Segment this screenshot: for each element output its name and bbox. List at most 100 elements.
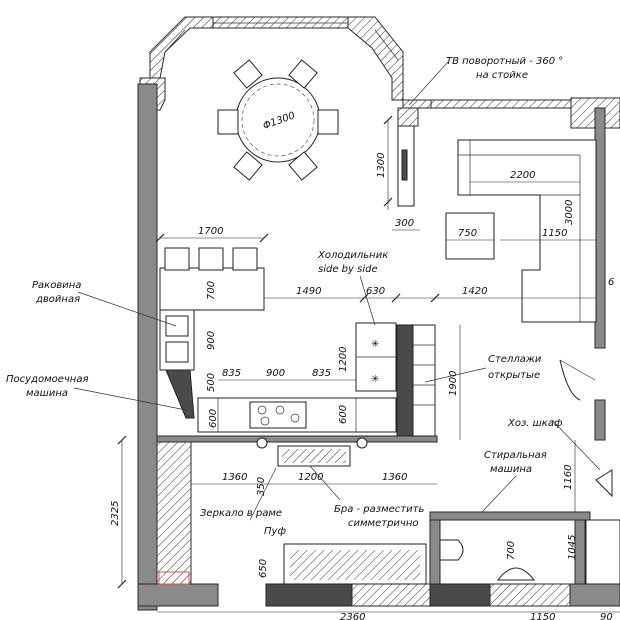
coffee-table: [445, 212, 495, 260]
dim-2200: 2200: [510, 170, 535, 181]
bottom-wall-left: [137, 583, 219, 607]
shelf-unit: [412, 324, 436, 437]
chair: [288, 151, 318, 181]
mirror-label: Зеркало в раме: [200, 508, 282, 519]
dim-2325: 2325: [110, 501, 121, 526]
highlight-marker: [158, 571, 190, 585]
fridge-label: Холодильник: [317, 250, 388, 261]
bar-stool: [198, 247, 224, 271]
sconce-label: Бра - разместить: [334, 504, 424, 515]
dim-350: 350: [256, 477, 267, 496]
svg-text:✳: ✳: [371, 374, 379, 385]
dim-650: 650: [258, 559, 269, 578]
sconce-icon: [256, 437, 268, 449]
chair: [317, 109, 339, 135]
dim-1900: 1900: [448, 371, 459, 396]
dishwasher: [165, 369, 195, 419]
bathroom-wall-top: [429, 511, 591, 521]
shower: [585, 519, 620, 585]
shelves-label-line2: открытые: [488, 370, 540, 381]
sink-label-line2: двойная: [35, 294, 80, 305]
dim-1700: 1700: [198, 226, 223, 237]
bathroom-wall-left: [429, 511, 441, 585]
dim-6: 6: [608, 277, 614, 288]
window-sill-right: [402, 99, 432, 109]
bathroom-wall-right: [574, 519, 586, 585]
washer-label: Стиральная: [484, 450, 547, 461]
sink-bowl: [165, 315, 189, 337]
bottom-wall-mid: [265, 583, 353, 607]
dim-1045: 1045: [567, 535, 578, 560]
bottom-wall-far-right: [569, 583, 620, 607]
dim-1150b: 1150: [530, 612, 555, 620]
kitchen-island: [159, 247, 265, 311]
tv-stand: [397, 61, 449, 207]
closet-label: Хоз. шкаф: [507, 418, 563, 429]
chair: [233, 59, 263, 89]
dim-700: 700: [206, 281, 217, 300]
sconce-bench: [256, 437, 368, 467]
dim-1150: 1150: [542, 228, 567, 239]
dim-1360a: 1360: [222, 472, 247, 483]
dim-700b: 700: [506, 541, 517, 560]
dim-900v: 900: [206, 331, 217, 350]
kitchen-counter: [159, 309, 397, 433]
sink-bowl: [165, 341, 189, 363]
washer-icon: [595, 469, 613, 498]
dim-600b: 600: [338, 405, 349, 424]
bar-stool: [232, 247, 258, 271]
washbasin: [496, 567, 536, 581]
chairs: [217, 59, 339, 181]
dim-1360b: 1360: [382, 472, 407, 483]
corner-sofa: [457, 139, 597, 323]
pouf-label: Пуф: [264, 526, 286, 537]
left-wall: [137, 83, 158, 611]
chair: [288, 59, 318, 89]
dim-1200v: 1200: [338, 347, 349, 372]
dim-630: 630: [366, 286, 385, 297]
dishwasher-label-line2: машина: [26, 388, 68, 399]
dim-835b: 835: [312, 368, 331, 379]
middle-wall: [156, 435, 438, 443]
dishwasher-label: Посудомоечная: [6, 374, 89, 385]
window-top-right: [430, 99, 572, 109]
dining-table: Φ1300: [217, 59, 339, 181]
fridge: ✳ ✳: [355, 322, 397, 392]
sofa: [457, 139, 597, 323]
bar-stool: [164, 247, 190, 271]
svg-text:✳: ✳: [371, 339, 379, 350]
dim-1160: 1160: [563, 465, 574, 490]
closet: [559, 359, 596, 401]
dim-2360: 2360: [340, 612, 365, 620]
dim-750: 750: [458, 228, 477, 239]
open-shelves: [412, 324, 436, 437]
chair: [233, 151, 263, 181]
bottom-window: [351, 583, 431, 607]
dim-1300: 1300: [376, 153, 387, 178]
sink-label: Раковина: [32, 280, 81, 291]
toilet: [439, 539, 464, 561]
sconce-icon: [356, 437, 368, 449]
dim-900h: 900: [266, 368, 285, 379]
bathroom: [439, 519, 620, 585]
shelves-label: Стеллажи: [488, 354, 542, 365]
walls: [137, 83, 620, 611]
chair: [217, 109, 239, 135]
dim-3000: 3000: [564, 200, 575, 225]
sconce-label-line2: симметрично: [348, 518, 418, 529]
dim-90: 90: [600, 612, 613, 620]
bottom-window-right: [489, 583, 571, 607]
fridge-label-line2: side by side: [318, 264, 378, 275]
dim-500: 500: [206, 373, 217, 392]
tv-screen: [401, 149, 408, 181]
tv-label: ТВ поворотный - 360 °: [446, 56, 563, 67]
dim-1490: 1490: [296, 286, 321, 297]
right-wall-lower: [594, 399, 606, 441]
bay-window: [139, 16, 404, 111]
wardrobe: [156, 441, 192, 585]
washer-label-line2: машина: [490, 464, 532, 475]
dim-1420: 1420: [462, 286, 487, 297]
dim-600v: 600: [208, 409, 219, 428]
partition-wall: [396, 324, 414, 441]
dim-1200h: 1200: [298, 472, 323, 483]
